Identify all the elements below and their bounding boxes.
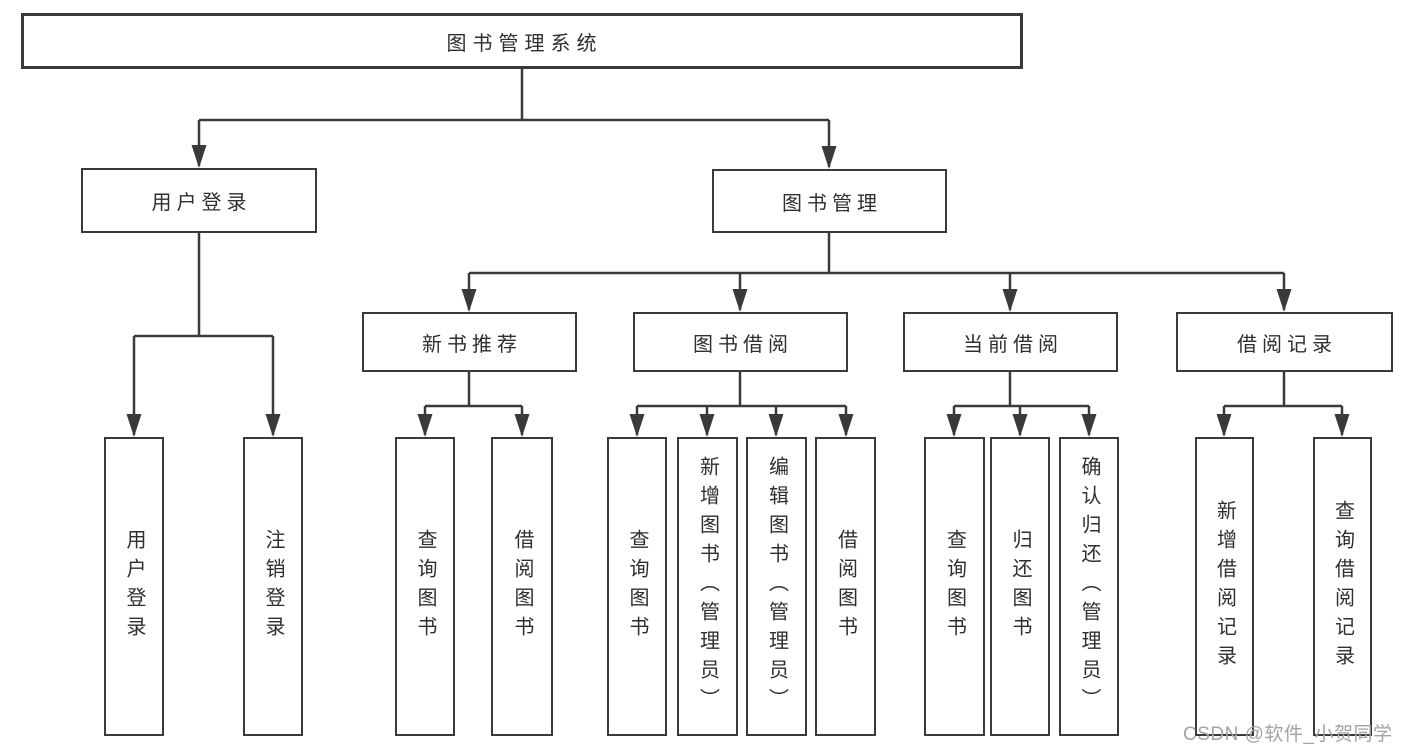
leaf-borrow-books-recommend: 借阅图书 <box>491 437 553 736</box>
node-current-borrow: 当前借阅 <box>903 312 1118 372</box>
leaf-query-borrow-record-label: 查询借阅记录 <box>1331 499 1354 674</box>
leaf-query-books-borrow: 查询图书 <box>607 437 667 736</box>
node-new-book-recommend: 新书推荐 <box>362 312 577 372</box>
leaf-borrow-books-recommend-label: 借阅图书 <box>511 528 533 645</box>
leaf-query-borrow-record: 查询借阅记录 <box>1313 437 1372 736</box>
leaf-add-books-admin: 新增图书（管理员） <box>677 437 738 736</box>
leaf-user-login: 用户登录 <box>104 437 164 736</box>
leaf-user-login-label: 用户登录 <box>123 528 145 645</box>
root-node-library-management-system: 图书管理系统 <box>21 13 1023 69</box>
node-borrow-records: 借阅记录 <box>1176 312 1393 372</box>
leaf-query-books-borrow-label: 查询图书 <box>626 528 648 645</box>
leaf-query-books-current: 查询图书 <box>924 437 985 736</box>
leaf-logout-label: 注销登录 <box>262 528 284 645</box>
leaf-logout: 注销登录 <box>243 437 303 736</box>
csdn-watermark: CSDN @软件_小贺同学 <box>1183 724 1393 745</box>
leaf-query-books-recommend-label: 查询图书 <box>414 528 436 645</box>
leaf-confirm-return-admin-label: 确认归还（管理员） <box>1078 456 1100 717</box>
leaf-query-books-recommend: 查询图书 <box>395 437 455 736</box>
leaf-confirm-return-admin: 确认归还（管理员） <box>1059 437 1119 736</box>
leaf-return-books-label: 归还图书 <box>1009 528 1031 645</box>
leaf-add-books-admin-label: 新增图书（管理员） <box>696 456 719 717</box>
leaf-return-books: 归还图书 <box>990 437 1050 736</box>
leaf-borrow-books-label: 借阅图书 <box>834 528 857 645</box>
node-book-borrow: 图书借阅 <box>633 312 848 372</box>
leaf-edit-books-admin-label: 编辑图书（管理员） <box>765 456 788 717</box>
leaf-edit-books-admin: 编辑图书（管理员） <box>746 437 807 736</box>
leaf-borrow-books: 借阅图书 <box>815 437 876 736</box>
leaf-add-borrow-record: 新增借阅记录 <box>1195 437 1254 736</box>
leaf-query-books-current-label: 查询图书 <box>943 528 966 645</box>
branch-book-management: 图书管理 <box>712 169 947 233</box>
leaf-add-borrow-record-label: 新增借阅记录 <box>1213 499 1236 674</box>
branch-user-login: 用户登录 <box>81 168 317 233</box>
